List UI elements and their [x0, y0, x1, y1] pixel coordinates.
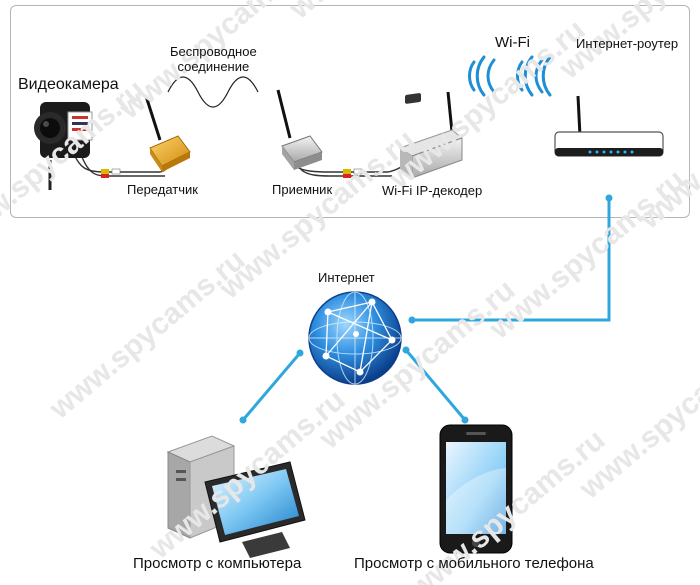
receiver-label: Приемник: [272, 182, 333, 197]
transmitter-icon: [144, 95, 191, 172]
router-icon: [554, 95, 664, 157]
receiver-icon: [276, 89, 323, 170]
connector-lines: [241, 198, 611, 421]
wireless-label-line1: Беспроводное: [170, 44, 257, 59]
cable-plugs: [101, 168, 363, 178]
phone-icon: [439, 424, 513, 554]
equipment-frame: [10, 5, 690, 218]
camera-label: Видеокамера: [18, 76, 119, 93]
computer-icon: [166, 435, 306, 558]
wifi-waves-icon: [468, 55, 552, 97]
wireless-label: Беспроводное соединение: [170, 44, 257, 74]
wireless-label-line2: соединение: [177, 59, 250, 74]
router-label: Интернет-роутер: [576, 36, 679, 51]
wifi-label: Wi-Fi: [495, 34, 530, 51]
camera-icon: [34, 102, 93, 190]
phone-view-label: Просмотр с мобильного телефона: [354, 555, 594, 572]
decoder-label: Wi-Fi IP-декодер: [382, 183, 483, 198]
computer-view-label: Просмотр с компьютера: [133, 555, 302, 572]
wireless-wave: [167, 76, 259, 108]
transmitter-label: Передатчик: [127, 182, 198, 197]
internet-label: Интернет: [318, 270, 375, 285]
decoder-icon: [398, 91, 464, 179]
globe-icon: [308, 291, 402, 385]
connector-dots: [239, 194, 613, 424]
router-to-internet-line: [412, 198, 611, 322]
internet-to-phone-line: [404, 349, 467, 421]
internet-to-computer-line: [241, 352, 302, 421]
